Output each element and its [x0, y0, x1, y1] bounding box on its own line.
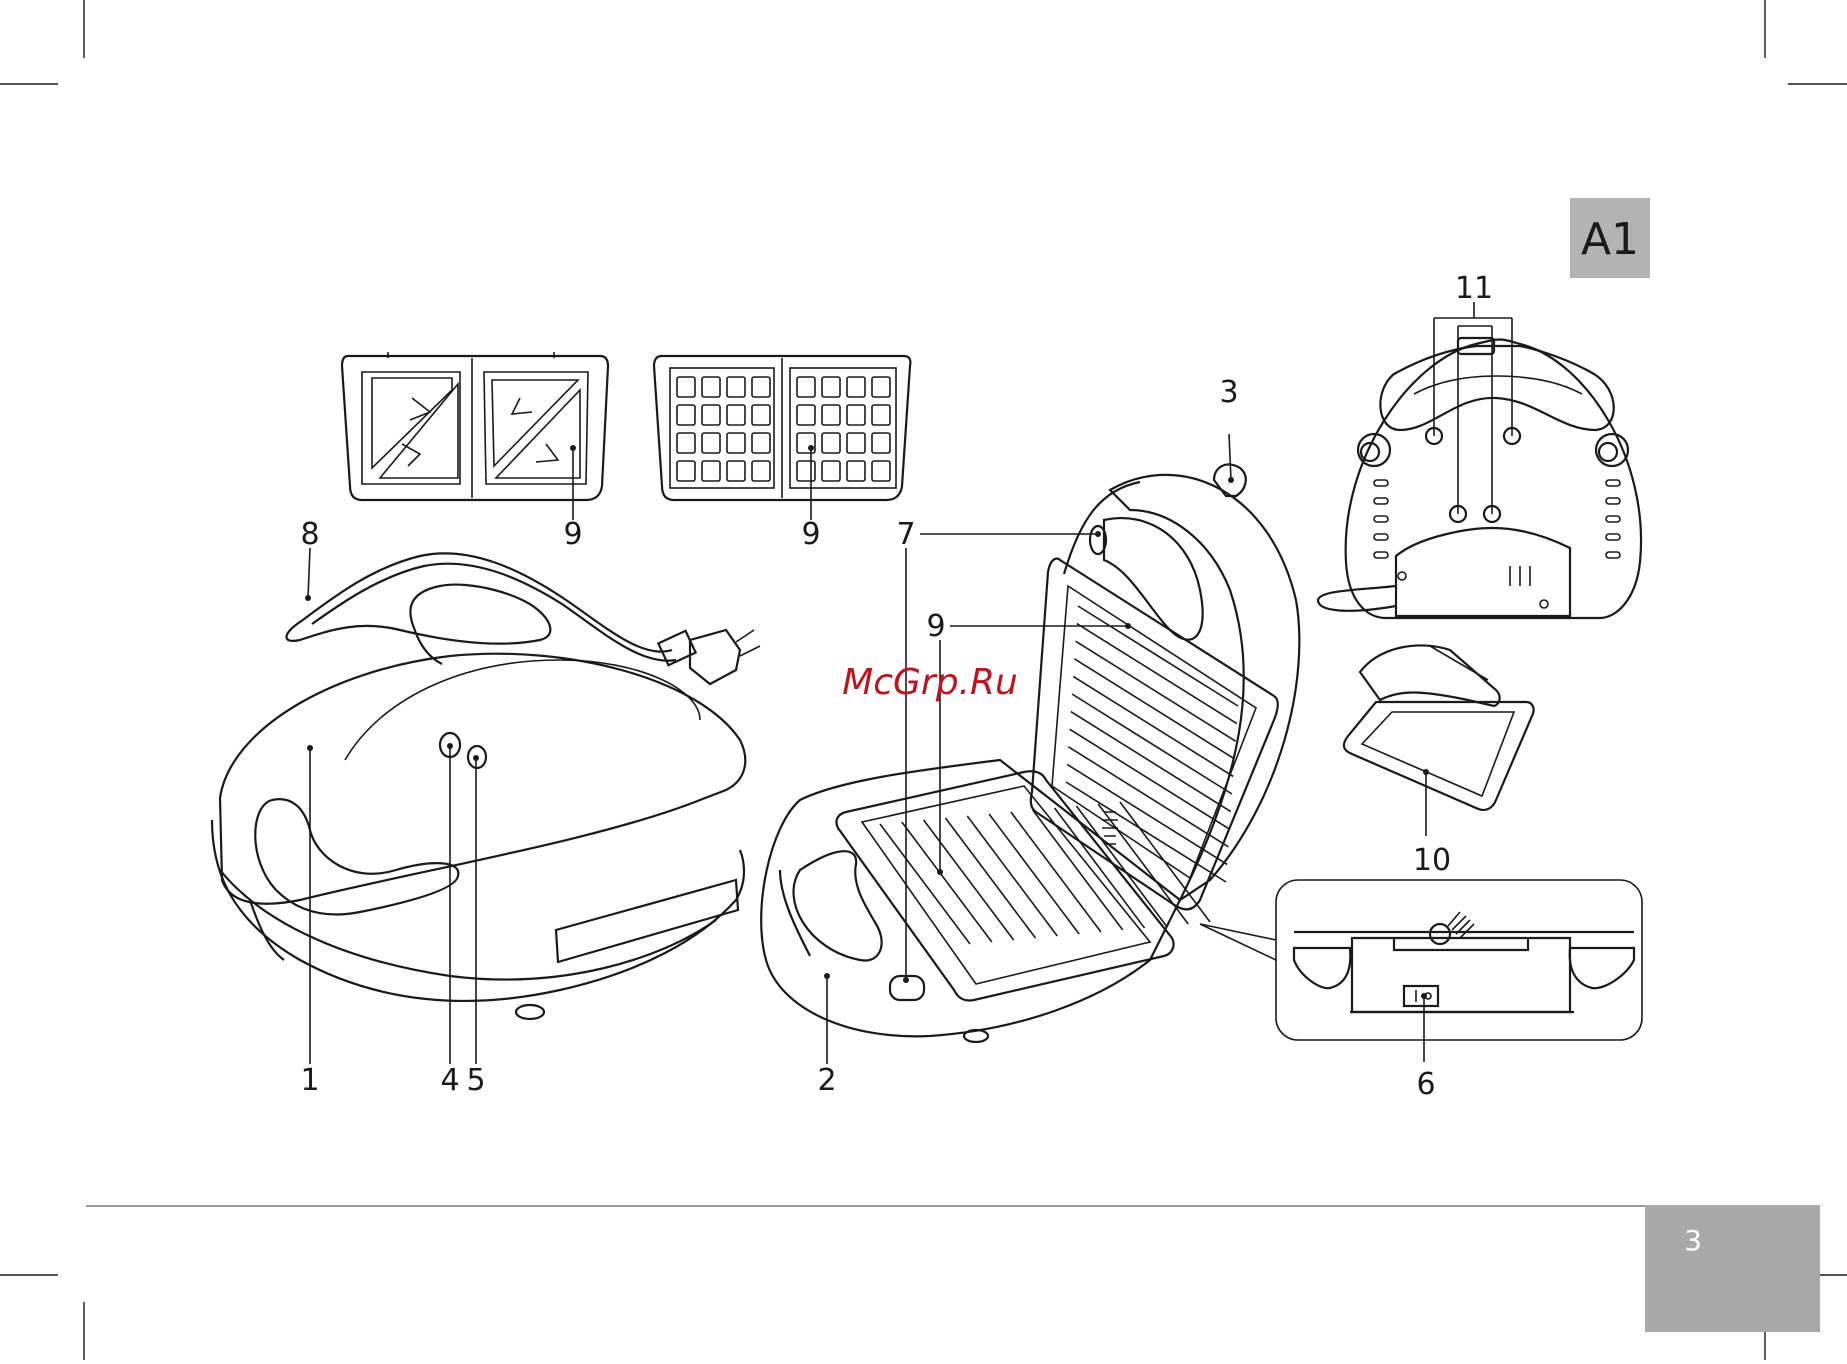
waffle-cell — [872, 461, 890, 481]
callout-11: 11 — [1455, 271, 1493, 306]
callout-9-waffle: 9 — [801, 517, 820, 552]
vent-slot — [1606, 552, 1620, 558]
waffle-cell — [752, 405, 770, 425]
waffle-cell — [872, 433, 890, 453]
section-badge-label: A1 — [1581, 214, 1639, 265]
waffle-cell — [727, 377, 745, 397]
lid-rib — [1071, 712, 1231, 812]
waffle-cell — [702, 405, 720, 425]
page-number: 3 — [1684, 1224, 1702, 1257]
vent-slot — [1374, 498, 1388, 504]
waffle-cell — [702, 377, 720, 397]
waffle-cell — [847, 461, 865, 481]
vent-slot — [1374, 552, 1388, 558]
waffle-cell — [872, 377, 890, 397]
waffle-cell — [797, 377, 815, 397]
vent-slot — [1606, 534, 1620, 540]
waffle-cell — [797, 461, 815, 481]
callout-9-sandwich: 9 — [563, 517, 582, 552]
waffle-cell — [752, 377, 770, 397]
base-rib — [1011, 812, 1101, 932]
base-rib — [967, 816, 1057, 936]
power-cord — [287, 553, 761, 684]
callout-3: 3 — [1219, 375, 1238, 410]
base-rib — [924, 820, 1014, 940]
waffle-cell — [727, 461, 745, 481]
waffle-cell — [822, 461, 840, 481]
callout-8: 8 — [300, 517, 319, 552]
base-rib — [902, 822, 992, 942]
callout-5: 5 — [466, 1063, 485, 1098]
section-badge: A1 — [1570, 198, 1650, 278]
waffle-cell — [872, 405, 890, 425]
bottom-view — [1318, 338, 1641, 618]
base-rib — [945, 818, 1035, 938]
waffle-cell — [677, 405, 695, 425]
waffle-cell — [752, 461, 770, 481]
waffle-cell — [847, 433, 865, 453]
lid-rib — [1072, 694, 1232, 794]
vent-slot — [1606, 480, 1620, 486]
waffle-cell — [677, 461, 695, 481]
waffle-cell — [797, 405, 815, 425]
vent-slot — [1374, 516, 1388, 522]
vent-slot — [1606, 516, 1620, 522]
waffle-cell — [727, 405, 745, 425]
waffle-cell — [677, 433, 695, 453]
waffle-cell — [822, 405, 840, 425]
callout-6: 6 — [1416, 1067, 1435, 1102]
callout-7: 7 — [896, 517, 915, 552]
lid-rib — [1074, 659, 1234, 759]
watermark: McGrp.Ru — [842, 662, 1018, 703]
base-rib — [1076, 806, 1166, 926]
waffle-cell — [822, 377, 840, 397]
open-grill — [761, 464, 1299, 1042]
waffle-cell — [822, 433, 840, 453]
waffle-cell — [702, 461, 720, 481]
vent-slot — [1606, 498, 1620, 504]
callout-1: 1 — [300, 1063, 319, 1098]
waffle-grid — [677, 377, 890, 481]
waffle-cell — [702, 433, 720, 453]
waffle-cell — [847, 377, 865, 397]
callout-4: 4 — [440, 1063, 459, 1098]
lid-ribs — [1066, 606, 1238, 882]
switch-detail-panel — [1200, 880, 1642, 1040]
page-number-box: 3 — [1645, 1205, 1820, 1332]
waffle-cell — [752, 433, 770, 453]
waffle-plates — [654, 356, 910, 500]
base-rib — [1055, 808, 1145, 928]
crumb-tray — [1344, 645, 1534, 810]
callout-10: 10 — [1413, 843, 1451, 878]
vent-slot — [1374, 534, 1388, 540]
waffle-cell — [677, 377, 695, 397]
callout-2: 2 — [817, 1063, 836, 1098]
closed-sandwich-maker — [212, 654, 745, 1019]
sandwich-plates — [342, 352, 608, 500]
lid-rib — [1077, 624, 1237, 724]
vent-slot — [1374, 480, 1388, 486]
callout-9-grill: 9 — [926, 609, 945, 644]
waffle-cell — [727, 433, 745, 453]
base-rib — [880, 824, 970, 944]
waffle-cell — [847, 405, 865, 425]
lid-rib — [1073, 676, 1233, 776]
